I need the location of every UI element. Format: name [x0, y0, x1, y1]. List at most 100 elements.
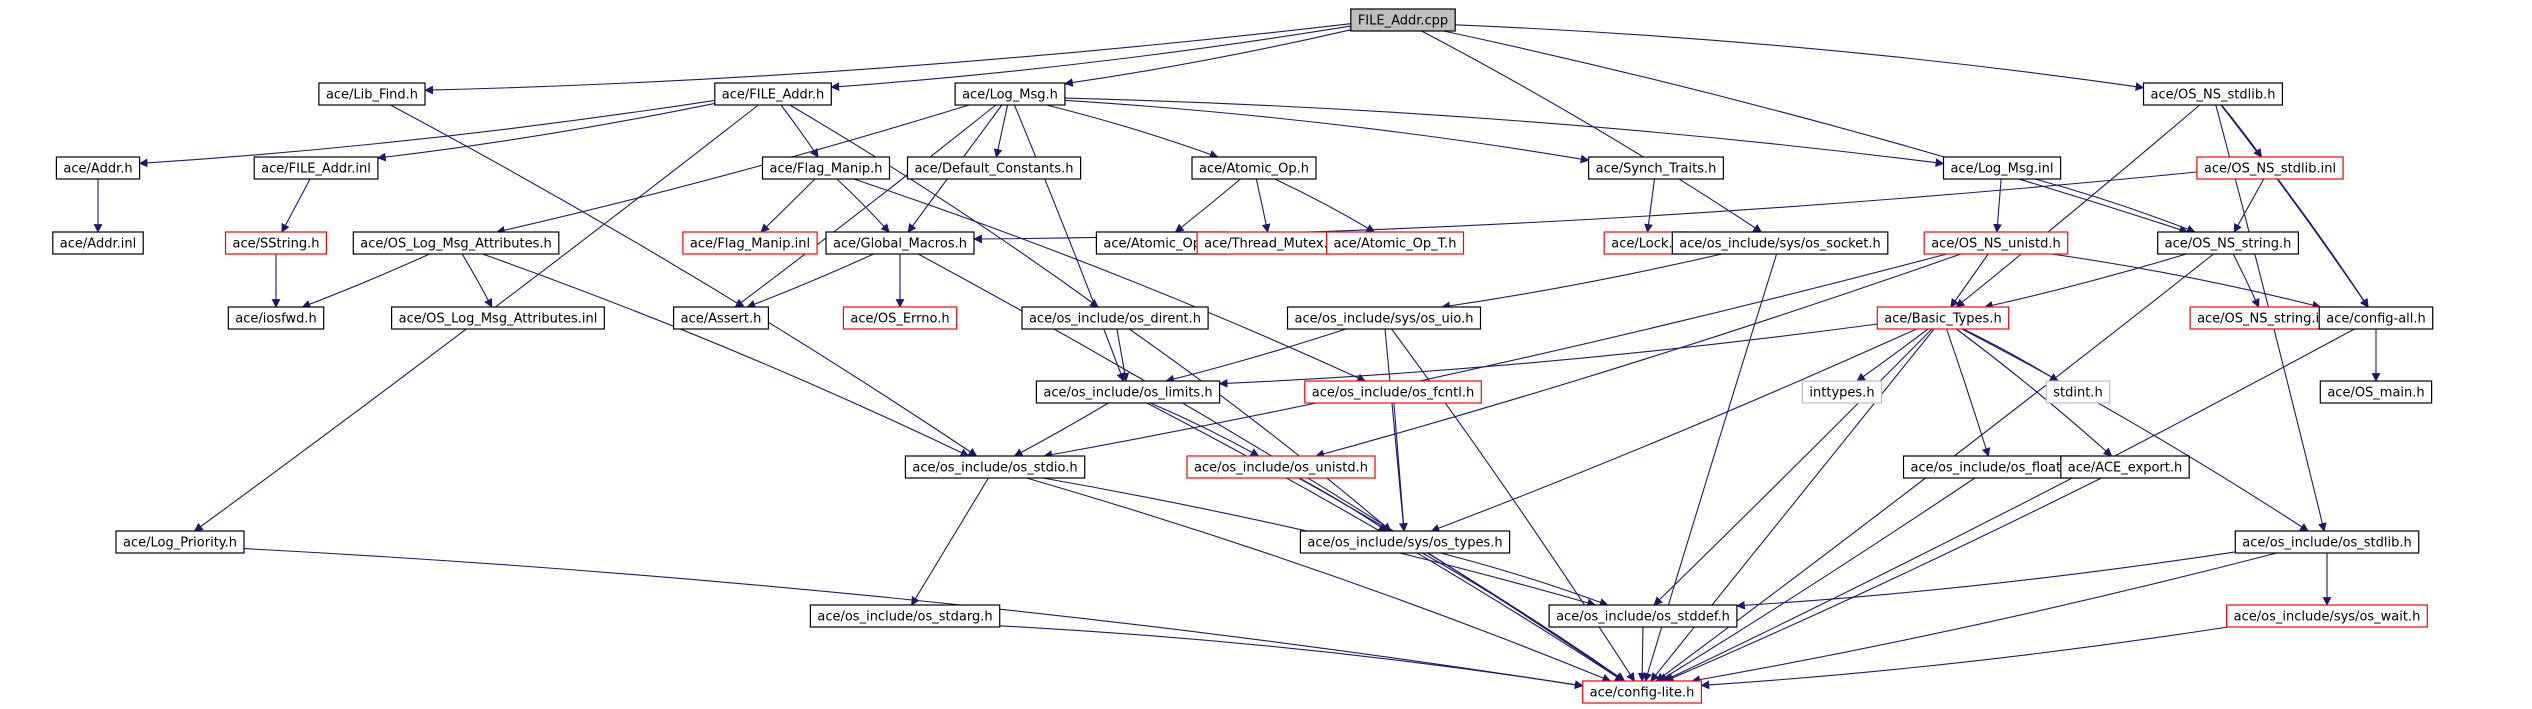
edge-line	[1993, 178, 2002, 233]
node-lock-h[interactable]: ace/Lock.h	[1603, 231, 1689, 255]
dependency-edge	[1691, 552, 2277, 684]
node-thread-mutex[interactable]: ace/Thread_Mutex.h	[1196, 231, 1344, 255]
node-atomic-op-inl[interactable]: ace/Atomic_Op.inl	[1095, 231, 1229, 255]
node-lib-find[interactable]: ace/Lib_Find.h	[318, 82, 426, 106]
node-ace-export[interactable]: ace/ACE_export.h	[2060, 455, 2190, 479]
node-os-errno[interactable]: ace/OS_Errno.h	[842, 306, 958, 330]
node-config-lite[interactable]: ace/config-lite.h	[1582, 680, 1702, 704]
dependency-edge	[999, 625, 1584, 690]
dependency-edge	[1983, 253, 2187, 310]
node-file-addr-inl[interactable]: ace/FILE_Addr.inl	[253, 156, 379, 180]
node-os-float[interactable]: ace/os_include/os_float.h	[1902, 455, 2082, 479]
node-os-dirent[interactable]: ace/os_include/os_dirent.h	[1021, 306, 1209, 330]
node-label: ace/Addr.h	[63, 162, 132, 177]
node-os-uio[interactable]: ace/os_include/sys/os_uio.h	[1286, 306, 1482, 330]
node-default-constants[interactable]: ace/Default_Constants.h	[906, 156, 1082, 180]
node-label: ace/Atomic_Op_T.h	[1334, 237, 1457, 252]
dependency-edge	[1174, 178, 1241, 233]
node-box	[2234, 530, 2420, 554]
dependency-edge	[1441, 253, 1723, 311]
node-label: ace/OS_NS_string.h	[2165, 237, 2292, 252]
dependency-edge	[836, 178, 890, 233]
edge-line	[1700, 626, 2228, 690]
node-os-limits[interactable]: ace/os_include/os_limits.h	[1035, 380, 1221, 404]
node-box	[2319, 380, 2433, 404]
node-box	[1876, 306, 2010, 330]
node-box	[904, 455, 1086, 479]
node-log-msg-attr-h[interactable]: ace/OS_Log_Msg_Attributes.h	[352, 231, 560, 255]
node-file-addr-h[interactable]: ace/FILE_Addr.h	[714, 82, 832, 106]
node-os-stddef[interactable]: ace/os_include/os_stddef.h	[1548, 604, 1738, 628]
node-os-ns-unistd[interactable]: ace/OS_NS_unistd.h	[1923, 231, 2069, 255]
edge-line	[1013, 104, 1125, 382]
node-atomic-op-t[interactable]: ace/Atomic_Op_T.h	[1325, 231, 1465, 255]
node-box	[682, 231, 818, 255]
node-addr-h[interactable]: ace/Addr.h	[55, 156, 141, 180]
node-label: ace/Synch_Traits.h	[1596, 162, 1717, 177]
node-box	[1186, 455, 1376, 479]
edge-line	[281, 178, 311, 233]
edge-line	[1026, 477, 1612, 683]
node-log-msg-attr-inl[interactable]: ace/OS_Log_Msg_Attributes.inl	[391, 306, 605, 330]
node-iosfwd[interactable]: ace/iosfwd.h	[227, 306, 325, 330]
node-os-unistd[interactable]: ace/os_include/os_unistd.h	[1186, 455, 1376, 479]
edge-line	[1856, 328, 1929, 382]
node-log-msg-h[interactable]: ace/Log_Msg.h	[954, 82, 1066, 106]
node-label: ace/OS_Errno.h	[850, 312, 949, 327]
node-flag-manip-h[interactable]: ace/Flag_Manip.h	[761, 156, 891, 180]
node-box	[842, 306, 958, 330]
node-config-all[interactable]: ace/config-all.h	[2318, 306, 2434, 330]
node-os-ns-stdlib-h[interactable]: ace/OS_NS_stdlib.h	[2142, 82, 2283, 106]
edge-line	[1430, 328, 1917, 533]
node-inttypes[interactable]: inttypes.h	[1801, 380, 1883, 404]
edge-line	[746, 253, 874, 309]
edge-line	[1255, 178, 1271, 233]
edge-line	[301, 253, 430, 309]
node-log-priority[interactable]: ace/Log_Priority.h	[115, 530, 245, 554]
node-label: inttypes.h	[1809, 386, 1874, 401]
edge-line	[1064, 99, 1590, 164]
node-assert-h[interactable]: ace/Assert.h	[672, 306, 769, 330]
node-label: ace/os_include/os_float.h	[1910, 461, 2073, 476]
edge-line	[1961, 328, 2309, 532]
edge-line	[760, 178, 816, 233]
node-os-ns-string-inl[interactable]: ace/OS_NS_string.inl	[2189, 306, 2339, 330]
node-os-stdio[interactable]: ace/os_include/os_stdio.h	[904, 455, 1086, 479]
node-os-socket[interactable]: ace/os_include/sys/os_socket.h	[1671, 231, 1889, 255]
node-box	[825, 231, 975, 255]
node-os-main[interactable]: ace/OS_main.h	[2319, 380, 2433, 404]
node-stdint[interactable]: stdint.h	[2045, 380, 2111, 404]
dependency-edge	[1950, 253, 1989, 308]
node-flag-manip-inl[interactable]: ace/Flag_Manip.inl	[682, 231, 818, 255]
node-os-fcntl[interactable]: ace/os_include/os_fcntl.h	[1304, 380, 1482, 404]
node-label: ace/Default_Constants.h	[914, 162, 1073, 177]
node-label: ace/os_include/os_unistd.h	[1194, 461, 1368, 476]
dependency-edge	[911, 477, 989, 606]
dependency-edge	[746, 253, 874, 309]
node-label: ace/Addr.inl	[60, 237, 136, 252]
node-synch-traits[interactable]: ace/Synch_Traits.h	[1587, 156, 1724, 180]
node-addr-inl[interactable]: ace/Addr.inl	[52, 231, 144, 255]
node-os-wait[interactable]: ace/os_include/sys/os_wait.h	[2226, 604, 2428, 628]
dependency-edge	[993, 104, 1009, 158]
edge-line	[911, 477, 989, 606]
node-box	[2196, 156, 2344, 180]
node-global-macros[interactable]: ace/Global_Macros.h	[825, 231, 975, 255]
node-os-stdlib[interactable]: ace/os_include/os_stdlib.h	[2234, 530, 2420, 554]
edge-line	[2232, 253, 2260, 308]
node-sstring[interactable]: ace/SString.h	[224, 231, 328, 255]
node-basic-types[interactable]: ace/Basic_Types.h	[1876, 306, 2010, 330]
node-os-stdarg[interactable]: ace/os_include/os_stdarg.h	[809, 604, 1001, 628]
node-box	[809, 604, 1001, 628]
node-atomic-op-h[interactable]: ace/Atomic_Op.h	[1191, 156, 1317, 180]
node-label: ace/FILE_Addr.inl	[261, 162, 371, 177]
node-label: ace/OS_main.h	[2327, 386, 2424, 401]
node-os-ns-stdlib-inl[interactable]: ace/OS_NS_stdlib.inl	[2196, 156, 2344, 180]
dependency-edge	[1218, 323, 1878, 388]
dependency-edge	[734, 104, 997, 308]
node-os-types[interactable]: ace/os_include/sys/os_types.h	[1299, 530, 1511, 554]
node-os-ns-string-h[interactable]: ace/OS_NS_string.h	[2157, 231, 2299, 255]
node-box	[1021, 306, 1209, 330]
node-log-msg-inl[interactable]: ace/Log_Msg.inl	[1942, 156, 2062, 180]
